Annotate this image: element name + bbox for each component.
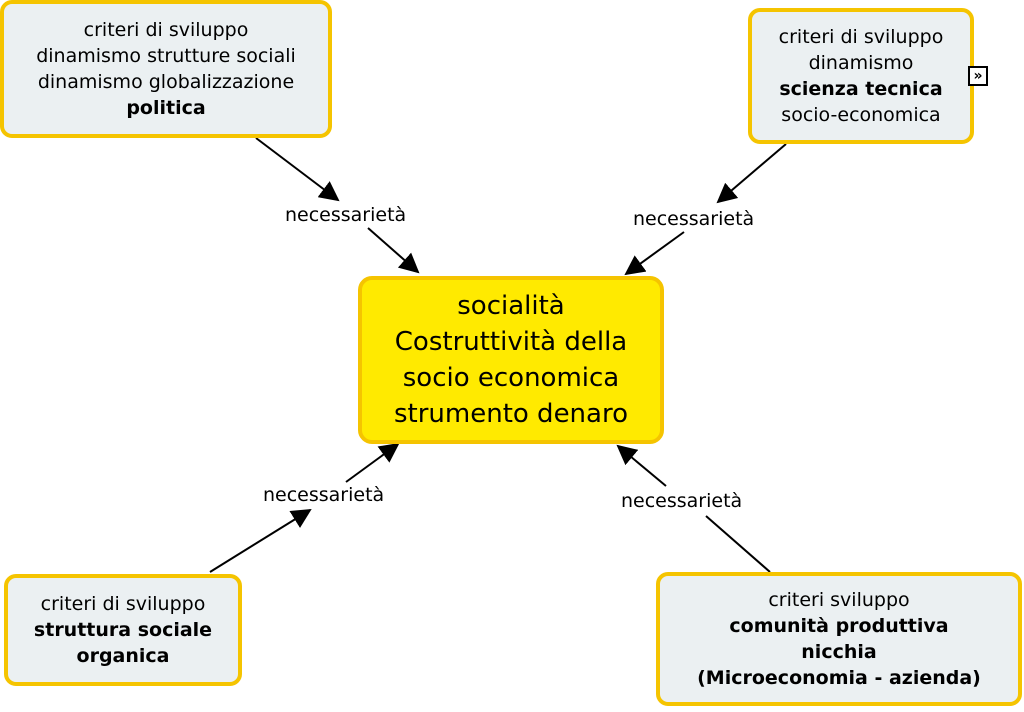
- link-line-bottom-right-b: [616, 444, 667, 487]
- node-bold-line: struttura sociale: [33, 619, 213, 641]
- node-bold-line: politica: [126, 97, 206, 119]
- center-line-3: socio economica: [402, 363, 620, 393]
- link-line-top-left-a: [255, 137, 340, 202]
- concept-node-top-left[interactable]: criteri di sviluppo dinamismo strutture …: [0, 0, 332, 138]
- link-line-bottom-left-b: [345, 442, 400, 483]
- link-line-bottom-left-a: [209, 508, 312, 573]
- link-label-top-right: necessarietà: [630, 208, 758, 230]
- node-text-line: socio-economica: [781, 104, 941, 126]
- link-label-bottom-left: necessarietà: [260, 484, 388, 506]
- node-bold-line: organica: [76, 645, 170, 667]
- center-line-2: Costruttività della: [394, 327, 628, 357]
- node-text-line: criteri di sviluppo: [83, 19, 249, 41]
- concept-node-bottom-right[interactable]: criteri sviluppo comunità produttiva nic…: [656, 572, 1022, 706]
- link-line-bottom-right-a: [705, 515, 771, 573]
- node-text-line: criteri di sviluppo: [40, 593, 206, 615]
- link-line-top-right-b: [624, 231, 685, 276]
- node-bold-line: scienza tecnica: [779, 78, 943, 100]
- concept-node-bottom-left[interactable]: criteri di sviluppo struttura sociale or…: [4, 574, 242, 686]
- link-line-top-right-a: [716, 143, 787, 204]
- node-text-line: dinamismo strutture sociali: [36, 45, 296, 67]
- link-label-top-left: necessarietà: [282, 204, 410, 226]
- node-text-line: dinamismo globalizzazione: [37, 71, 295, 93]
- node-text-line: criteri di sviluppo: [778, 26, 944, 48]
- link-line-top-left-b: [367, 227, 420, 274]
- node-bold-line: (Microeconomia - azienda): [697, 667, 981, 689]
- central-concept-node[interactable]: socialità Costruttività della socio econ…: [358, 276, 664, 444]
- node-bold-line: nicchia: [801, 641, 877, 663]
- concept-node-top-right[interactable]: criteri di sviluppo dinamismo scienza te…: [748, 8, 974, 144]
- double-chevron-right-icon[interactable]: »: [968, 66, 988, 86]
- node-text-line: dinamismo: [808, 52, 914, 74]
- center-line-1: socialità: [457, 291, 565, 321]
- node-bold-line: comunità produttiva: [729, 615, 949, 637]
- node-text-line: criteri sviluppo: [768, 589, 910, 611]
- link-label-bottom-right: necessarietà: [618, 490, 746, 512]
- center-line-4: strumento denaro: [393, 399, 628, 429]
